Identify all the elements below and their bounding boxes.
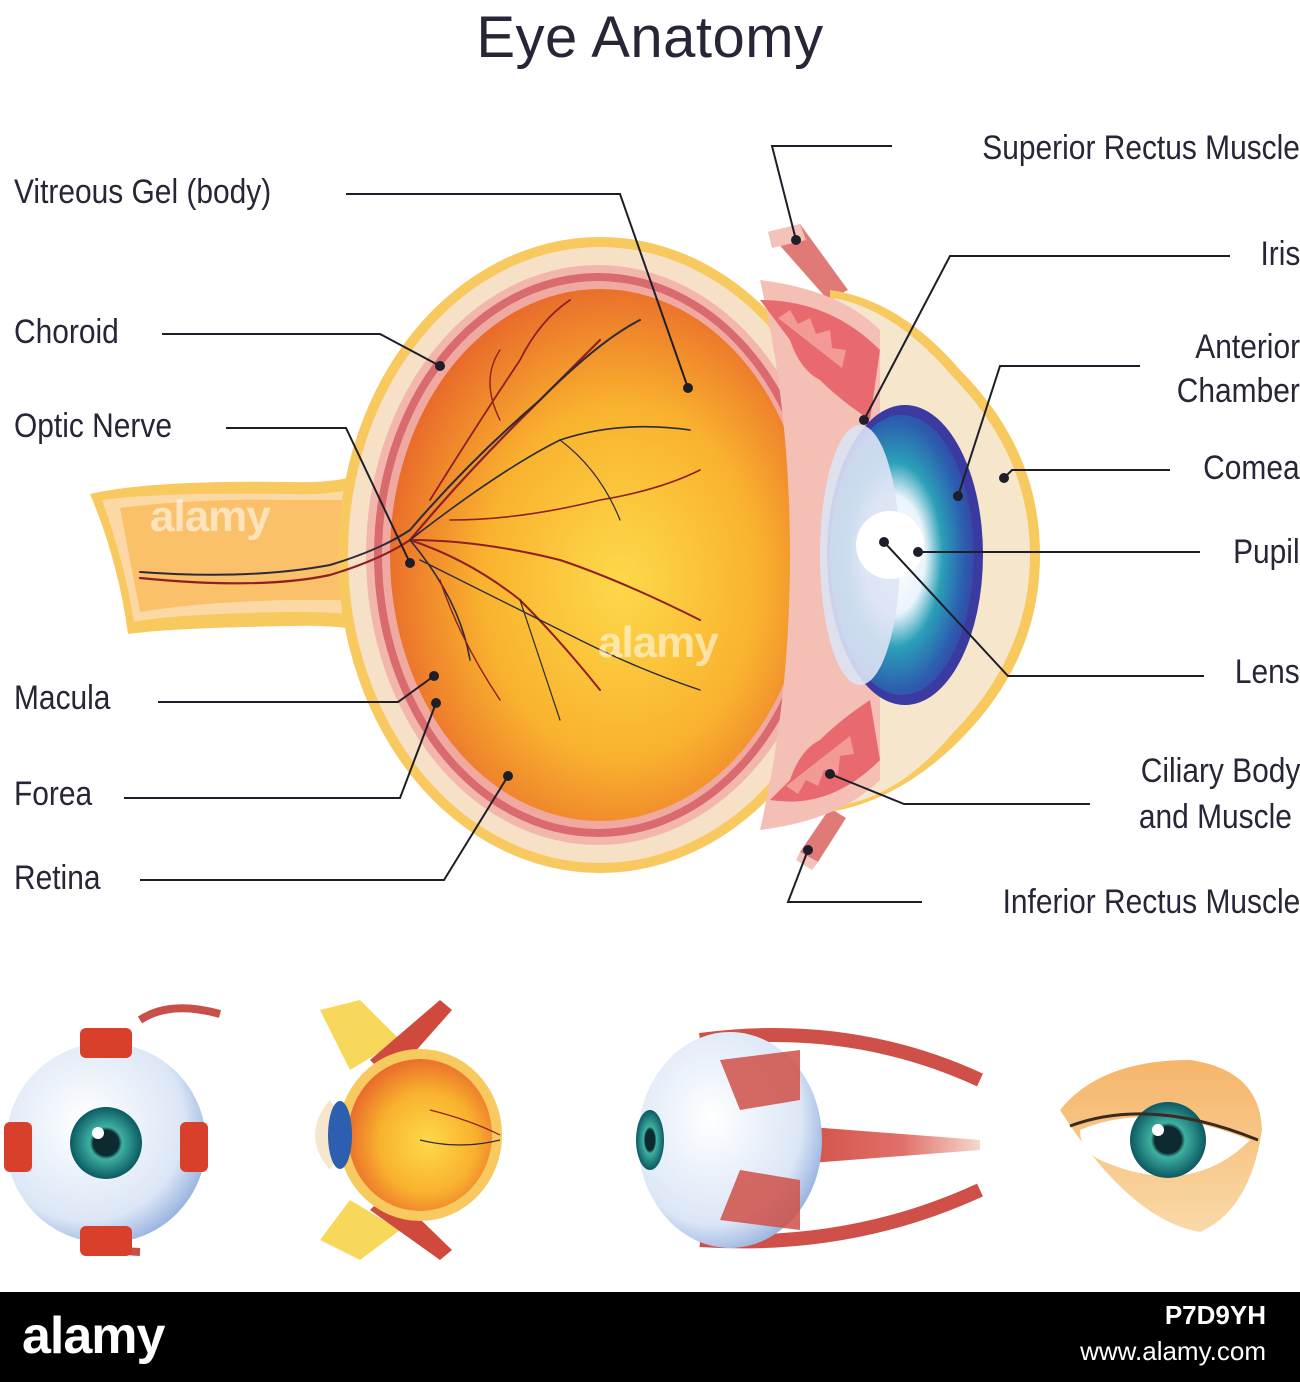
front-view-eyeball	[4, 1004, 222, 1256]
diagram-title: Eye Anatomy	[476, 5, 824, 70]
website-url[interactable]: www.alamy.com	[1080, 1336, 1266, 1366]
watermark: alamy	[150, 492, 271, 541]
label-pupil: Pupil	[1233, 533, 1300, 571]
label-optic-nerve: Optic Nerve	[14, 407, 172, 445]
label-choroid: Choroid	[14, 313, 119, 351]
stock-footer-bar: alamy P7D9YH www.alamy.com	[0, 1292, 1300, 1382]
label-forea: Forea	[14, 775, 93, 813]
label-superior-rectus: Superior Rectus Muscle	[982, 129, 1300, 167]
label-macula: Macula	[14, 679, 111, 717]
eyeball-shape	[338, 237, 862, 873]
label-ciliary-line2: and Muscle	[1138, 798, 1292, 836]
label-iris: Iris	[1260, 235, 1300, 273]
brand-logo: alamy	[22, 1307, 165, 1365]
label-comea: Comea	[1203, 449, 1300, 487]
label-retina: Retina	[14, 859, 101, 897]
watermark: alamy	[598, 618, 719, 667]
label-vitreous-gel: Vitreous Gel (body)	[14, 173, 272, 211]
image-id: P7D9YH	[1164, 1300, 1266, 1330]
leader-lines	[124, 145, 1230, 903]
label-lens: Lens	[1235, 653, 1300, 691]
eye-anatomy-diagram	[4, 145, 1262, 1260]
orbit-cross-section	[315, 1000, 502, 1260]
anterior-segment-shape	[760, 280, 1040, 830]
optic-nerve-shape	[90, 462, 392, 640]
label-inferior-rectus: Inferior Rectus Muscle	[1002, 883, 1300, 921]
side-view-eyeball	[636, 1028, 983, 1249]
label-anterior-chamber-line1: Anterior	[1195, 328, 1300, 366]
eye-with-eyelid	[1060, 1060, 1262, 1232]
label-ciliary-line1: Ciliary Body	[1140, 752, 1300, 790]
leader-dots	[405, 235, 1009, 855]
label-anterior-chamber-line2: Chamber	[1176, 372, 1300, 410]
retinal-vessels	[138, 299, 701, 721]
